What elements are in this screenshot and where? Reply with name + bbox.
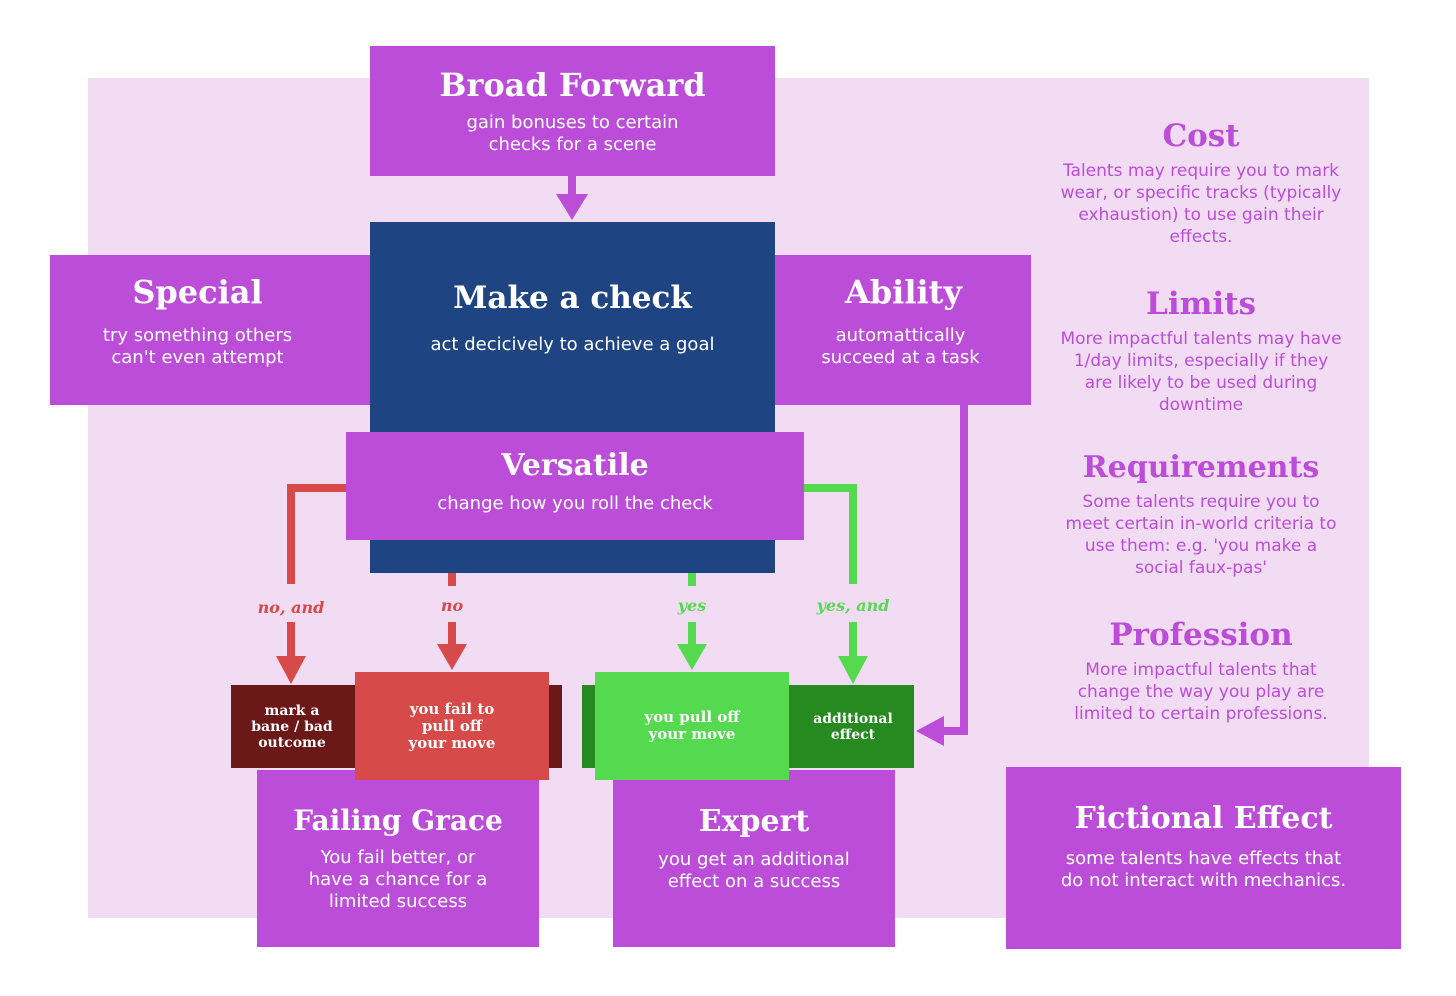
- pull-off-outcome: you pull off your move: [595, 672, 789, 780]
- side-cost: Cost Talents may require you to mark wea…: [1060, 118, 1342, 248]
- expert-box: Expert you get an additional effect on a…: [613, 770, 895, 947]
- additional-effect-outcome: additional effect: [813, 710, 893, 743]
- branch-no-and-label: no, and: [257, 598, 325, 617]
- arrow-broad-to-check: [556, 194, 588, 220]
- versatile-title: Versatile: [501, 448, 649, 483]
- side-requirements: Requirements Some talents require you to…: [1050, 450, 1352, 579]
- ability-box: Ability automattically succeed at a task: [770, 255, 1031, 405]
- broad-forward-text: gain bonuses to certain checks for a sce…: [466, 112, 679, 155]
- failing-grace-text: You fail better, or have a chance for a …: [308, 847, 488, 912]
- profession-title: Profession: [1109, 617, 1293, 653]
- fictional-effect-box: Fictional Effect some talents have effec…: [1006, 767, 1401, 949]
- broad-forward-box: Broad Forward gain bonuses to certain ch…: [370, 46, 775, 176]
- cost-title: Cost: [1162, 118, 1240, 154]
- ability-title: Ability: [844, 273, 963, 311]
- special-text: try something others can't even attempt: [102, 325, 293, 368]
- limits-title: Limits: [1146, 286, 1256, 322]
- versatile-text: change how you roll the check: [437, 493, 713, 514]
- make-check-text: act decicively to achieve a goal: [430, 334, 715, 355]
- branch-no-label: no: [440, 596, 464, 615]
- requirements-title: Requirements: [1082, 450, 1320, 485]
- requirements-text: Some talents require you to meet certain…: [1065, 492, 1337, 578]
- side-profession: Profession More impactful talents that c…: [1060, 617, 1342, 725]
- bane-outcome: mark a bane / bad outcome: [251, 702, 333, 751]
- branch-yes-and-label: yes, and: [816, 596, 890, 615]
- profession-text: More impactful talents that change the w…: [1074, 660, 1328, 724]
- branch-yes-label: yes: [677, 596, 707, 615]
- fictional-effect-title: Fictional Effect: [1074, 801, 1333, 836]
- cost-text: Talents may require you to mark wear, or…: [1060, 161, 1342, 247]
- versatile-box: Versatile change how you roll the check: [346, 432, 804, 540]
- special-title: Special: [132, 273, 263, 311]
- failing-grace-box: Failing Grace You fail better, or have a…: [257, 770, 539, 947]
- fail-outcome: you fail to pull off your move: [355, 672, 549, 780]
- fictional-effect-text: some talents have effects that do not in…: [1060, 848, 1347, 891]
- side-limits: Limits More impactful talents may have 1…: [1060, 286, 1342, 416]
- broad-forward-title: Broad Forward: [439, 66, 706, 104]
- make-check-title: Make a check: [453, 280, 692, 316]
- expert-text: you get an additional effect on a succes…: [658, 849, 850, 892]
- limits-text: More impactful talents may have 1/day li…: [1060, 329, 1342, 415]
- special-box: Special try something others can't even …: [50, 255, 375, 405]
- expert-title: Expert: [698, 804, 810, 839]
- failing-grace-title: Failing Grace: [293, 804, 503, 837]
- ability-text: automattically succeed at a task: [821, 325, 980, 368]
